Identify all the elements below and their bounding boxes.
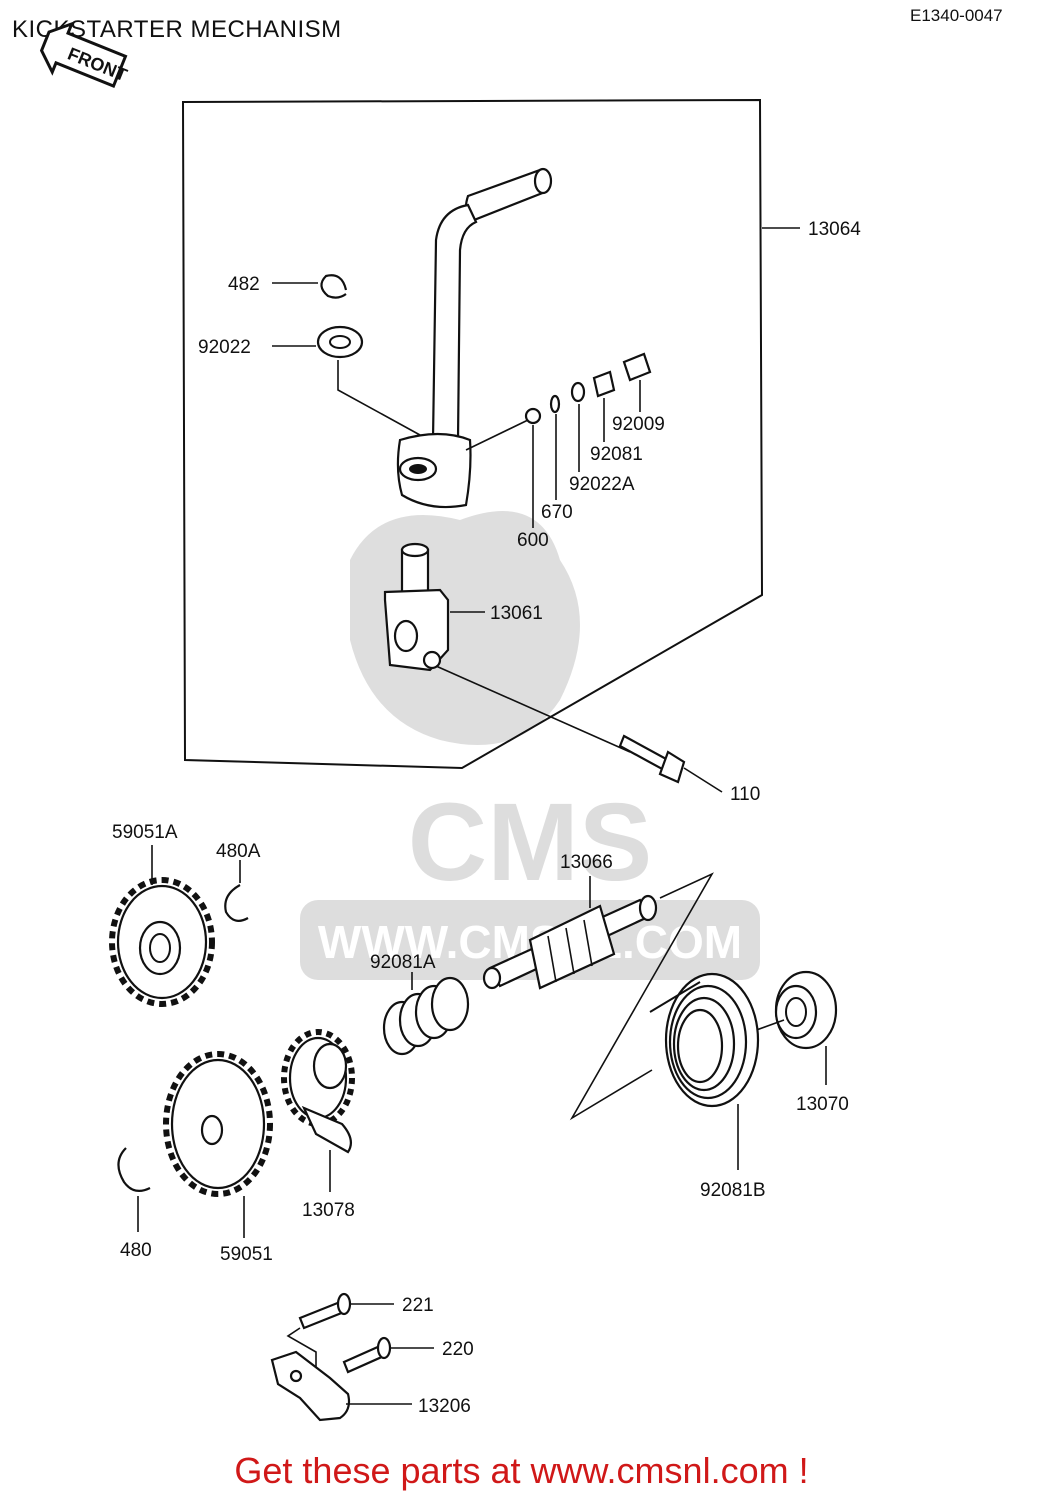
front-arrow-icon: FRONT — [39, 21, 130, 89]
part-label-480: 480 — [120, 1240, 152, 1261]
spring-guide-13070 — [774, 970, 838, 1050]
screw-220 — [342, 1336, 392, 1374]
circlip-482 — [320, 274, 348, 299]
gear-59051A — [109, 877, 215, 1007]
part-label-13078: 13078 — [302, 1200, 355, 1221]
bolt-110 — [618, 734, 686, 784]
part-label-92081: 92081 — [590, 444, 643, 465]
ball-600 — [524, 407, 542, 425]
part-label-13070: 13070 — [796, 1094, 849, 1115]
screw-221 — [298, 1292, 352, 1330]
part-label-92022A: 92022A — [569, 474, 635, 495]
part-label-92081B: 92081B — [700, 1180, 766, 1201]
circlip-480 — [117, 1147, 151, 1193]
part-label-480A: 480A — [216, 841, 261, 862]
circlip-480A — [224, 884, 249, 923]
footer-cta-link[interactable]: Get these parts at www.cmsnl.com ! — [234, 1450, 809, 1491]
kick-shaft-13066 — [482, 894, 658, 990]
torsion-spring-92081B — [649, 972, 760, 1108]
part-label-59051: 59051 — [220, 1244, 273, 1265]
plug-92009 — [622, 352, 652, 382]
ratchet-13078 — [281, 1029, 355, 1154]
part-label-220: 220 — [442, 1339, 474, 1360]
part-label-13064: 13064 — [808, 219, 861, 240]
oring-670 — [549, 394, 561, 414]
assembly-outline — [181, 98, 764, 770]
part-label-110: 110 — [730, 784, 760, 805]
part-label-482: 482 — [228, 274, 260, 295]
part-label-92081A: 92081A — [370, 952, 436, 973]
part-label-13061: 13061 — [490, 603, 543, 624]
spring-92081 — [592, 370, 616, 398]
reference-code: E1340-0047 — [910, 6, 1003, 25]
part-label-59051A: 59051A — [112, 822, 178, 843]
stopper-13206 — [270, 1350, 351, 1422]
part-label-13206: 13206 — [418, 1396, 471, 1417]
watermark-logo-text: CMS — [408, 781, 652, 904]
gear-59051 — [163, 1051, 273, 1197]
kick-pedal-lever — [396, 167, 553, 509]
spring-92081A — [382, 976, 470, 1056]
part-label-13066: 13066 — [560, 852, 613, 873]
washer-92022A — [570, 381, 586, 403]
part-label-670: 670 — [541, 502, 573, 523]
part-label-221: 221 — [402, 1295, 434, 1316]
part-label-600: 600 — [517, 530, 549, 551]
part-label-92009: 92009 — [612, 414, 665, 435]
kick-joint-13061 — [383, 542, 450, 672]
part-label-92022: 92022 — [198, 337, 251, 358]
